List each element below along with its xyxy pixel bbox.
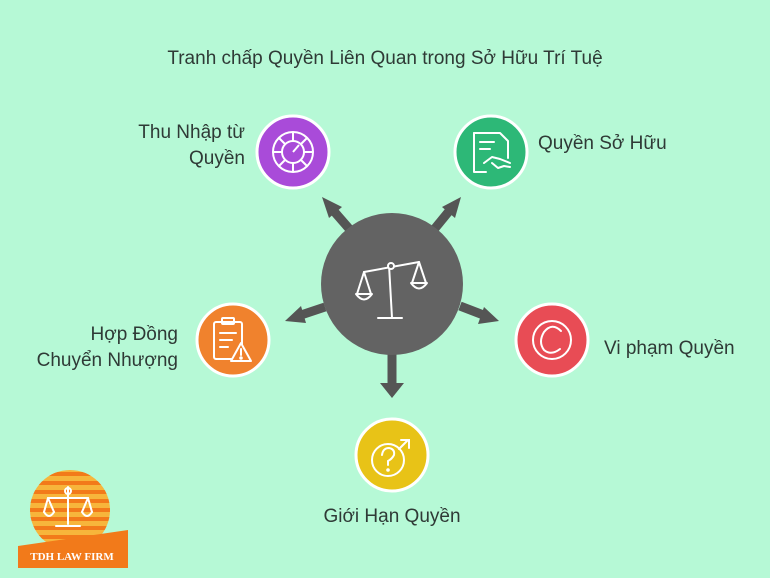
node-contract-label: Hợp Đồng Chuyển Nhượng — [36, 324, 178, 371]
pie-chart-icon — [272, 131, 314, 173]
arrow-to-income — [322, 197, 356, 235]
node-violation — [514, 302, 590, 378]
arrow-to-limits — [380, 350, 404, 398]
copyright-icon — [532, 320, 572, 360]
node-ownership-label: Quyền Sở Hữu — [538, 133, 667, 154]
node-income — [255, 114, 331, 190]
node-ownership — [453, 114, 529, 190]
node-violation-label: Vi phạm Quyền — [604, 338, 735, 359]
clipboard-warning-icon — [213, 317, 252, 362]
node-limits — [354, 417, 430, 493]
arrow-to-contract — [285, 302, 327, 323]
diagram-title: Tranh chấp Quyền Liên Quan trong Sở Hữu … — [167, 48, 603, 69]
center-hub — [321, 213, 463, 355]
node-limits-label: Giới Hạn Quyền — [323, 506, 461, 527]
connector-arrows — [285, 197, 499, 398]
arrow-to-ownership — [428, 197, 461, 235]
logo-scales-icon — [43, 486, 93, 527]
contract-handshake-icon — [473, 132, 511, 173]
arrow-to-violation — [458, 301, 499, 324]
node-contract — [195, 302, 271, 378]
node-income-label: Thu Nhập từ Quyền — [138, 122, 245, 169]
logo-text: TDH LAW FIRM — [18, 546, 126, 568]
scales-of-justice-icon — [355, 261, 428, 319]
question-circle-icon — [371, 439, 410, 477]
